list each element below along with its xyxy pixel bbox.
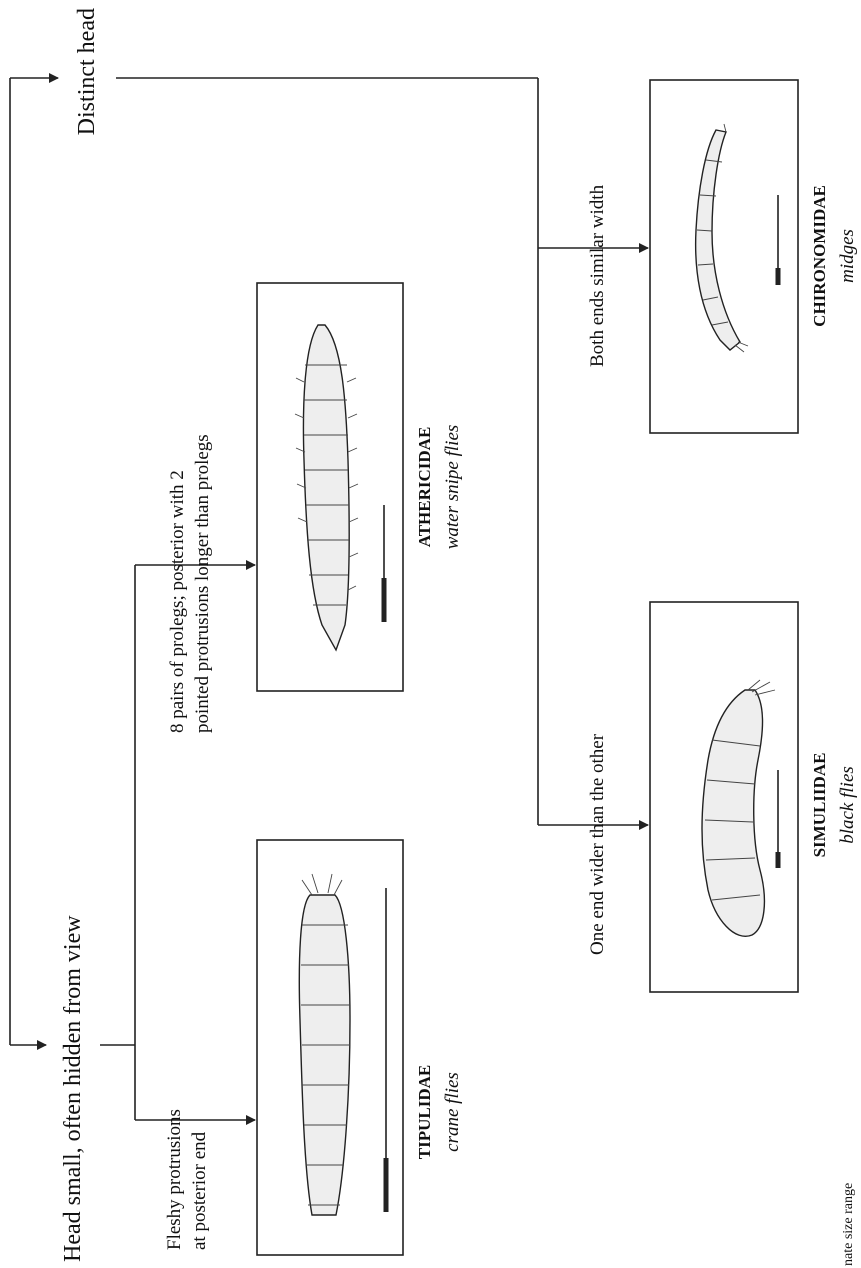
common-name-chironomidae: midges — [837, 229, 858, 283]
family-box-athericidae — [257, 283, 403, 691]
label-head-small: Head small, often hidden from view — [60, 915, 86, 1262]
family-name-chironomidae: CHIRONOMIDAE — [810, 185, 829, 327]
family-name-tipulidae: TIPULIDAE — [415, 1065, 434, 1159]
label-one-end-wider: One end wider than the other — [587, 733, 608, 955]
larva-illustration-tipulidae — [299, 874, 350, 1215]
label-distinct-head: Distinct head — [74, 8, 100, 135]
label-fleshy-line2: at posterior end — [189, 1131, 210, 1250]
label-prolegs-line1: 8 pairs of prolegs; posterior with 2 — [167, 470, 188, 733]
common-name-tipulidae: crane flies — [442, 1072, 463, 1152]
family-name-simuliidae: SIMULIIDAE — [810, 753, 829, 858]
label-prolegs-line2: pointed protrusions longer than prolegs — [192, 434, 213, 733]
common-name-simuliidae: black flies — [837, 766, 858, 844]
label-both-ends: Both ends similar width — [587, 184, 608, 367]
family-box-chironomidae — [650, 80, 798, 433]
label-fleshy-line1: Fleshy protrusions — [164, 1109, 185, 1250]
common-name-athericidae: water snipe flies — [442, 425, 463, 550]
family-name-athericidae: ATHERICIDAE — [415, 427, 434, 548]
family-box-simuliidae — [650, 602, 798, 992]
footnote-size-range: nate size range — [841, 1183, 856, 1266]
family-box-tipulidae — [257, 840, 403, 1255]
